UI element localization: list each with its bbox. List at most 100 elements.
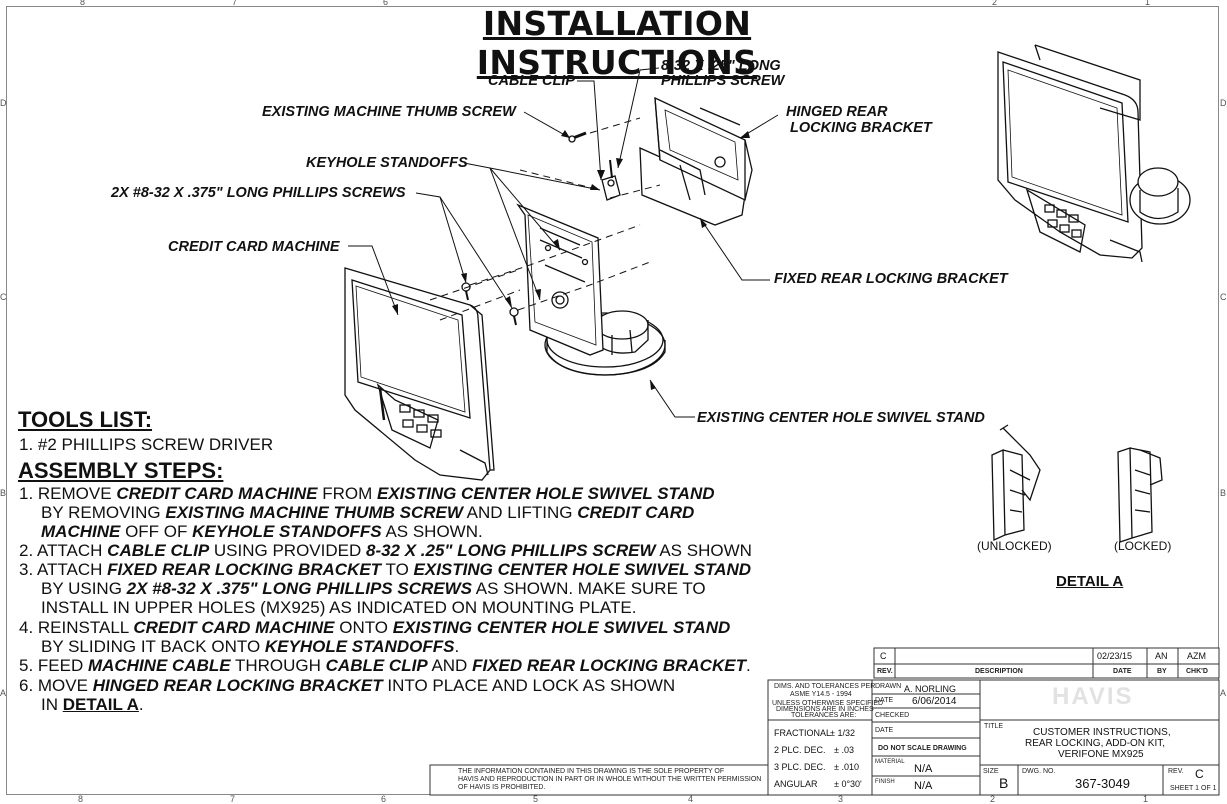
zone-left-c: C <box>0 292 7 302</box>
sheet-number: SHEET 1 OF 1 <box>1170 785 1217 792</box>
step-6-line-1: 6. MOVE HINGED REAR LOCKING BRACKET INTO… <box>19 676 676 695</box>
zone-right-a: A <box>1220 688 1227 698</box>
zone-top-7: 7 <box>232 0 238 7</box>
callout-credit-card-machine: CREDIT CARD MACHINE <box>168 239 340 255</box>
callout-cable-clip: CABLE CLIP <box>488 73 575 89</box>
step-1-line-2: BY REMOVING EXISTING MACHINE THUMB SCREW… <box>41 503 695 522</box>
tol-angular-label: ANGULAR <box>774 779 818 789</box>
callout-swivel-stand: EXISTING CENTER HOLE SWIVEL STAND <box>697 410 985 426</box>
drawn-label: DRAWN <box>875 683 902 690</box>
zone-top-8: 8 <box>80 0 86 7</box>
zone-bottom-4: 4 <box>688 794 694 804</box>
rev2-value: C <box>1195 767 1204 781</box>
tol-2plc-value: ± .03 <box>834 745 854 755</box>
finish-label: FINISH <box>875 779 895 785</box>
zone-left-a: A <box>0 688 7 698</box>
step-1-line-1: 1. REMOVE CREDIT CARD MACHINE FROM EXIST… <box>19 484 715 503</box>
tools-heading: TOOLS LIST: <box>18 407 153 432</box>
hinged-bracket-drawing <box>639 96 753 226</box>
hdr-rev: REV. <box>877 668 893 675</box>
detail-locked-drawing <box>1117 447 1163 543</box>
step-6-line-2: IN DETAIL A. <box>41 695 144 714</box>
zone-bottom-3: 3 <box>838 794 844 804</box>
assembly-guide-lines <box>429 117 661 321</box>
step-3-line-3: INSTALL IN UPPER HOLES (MX925) AS INDICA… <box>41 598 637 617</box>
date-label: DATE <box>875 697 894 704</box>
rev2-label: REV. <box>1168 768 1184 775</box>
tol-3plc-label: 3 PLC. DEC. <box>774 762 826 772</box>
zone-right-b: B <box>1220 488 1227 498</box>
step-4-line-2: BY SLIDING IT BACK ONTO KEYHOLE STANDOFF… <box>41 637 460 656</box>
zone-left-b: B <box>0 488 7 498</box>
unless-line-1: UNLESS OTHERWISE SPECIFIED <box>772 700 884 707</box>
step-4-line-1: 4. REINSTALL CREDIT CARD MACHINE ONTO EX… <box>19 618 731 637</box>
detail-unlocked-label: (UNLOCKED) <box>977 539 1052 553</box>
step-3-line-1: 3. ATTACH FIXED REAR LOCKING BRACKET TO … <box>19 560 752 579</box>
date2-label: DATE <box>875 727 894 734</box>
tol-3plc-value: ± .010 <box>834 762 859 772</box>
zone-left-d: D <box>0 98 7 108</box>
zone-bottom-5: 5 <box>533 794 539 804</box>
assembly-heading: ASSEMBLY STEPS: <box>18 458 224 483</box>
detail-unlocked-drawing <box>991 424 1041 541</box>
drawn-value: A. NORLING <box>904 684 957 694</box>
hdr-description: DESCRIPTION <box>975 668 1023 675</box>
callout-screws-375: 2X #8-32 X .375" LONG PHILLIPS SCREWS <box>111 185 406 201</box>
hdr-by: BY <box>1157 668 1167 675</box>
rev-letter: C <box>880 651 887 661</box>
size-value: B <box>999 775 1009 791</box>
zone-top-1: 1 <box>1145 0 1151 7</box>
title-label: TITLE <box>984 723 1004 730</box>
drawing-title-line-1: CUSTOMER INSTRUCTIONS, <box>1033 727 1171 738</box>
callout-leader-lines <box>348 67 779 418</box>
callout-screw-825-line1: 8-32 X .25" LONG <box>661 58 781 74</box>
tol-fractional-label: FRACTIONAL <box>774 728 832 738</box>
zone-right-d: D <box>1220 98 1227 108</box>
rev-by: AN <box>1155 651 1168 661</box>
date-value: 6/06/2014 <box>912 696 957 707</box>
tol-angular-value: ± 0°30' <box>834 779 862 789</box>
callout-screw-825-line2: PHILLIPS SCREW <box>661 73 785 89</box>
proprietary-line-2: HAVIS AND REPRODUCTION IN PART OR IN WHO… <box>458 776 762 783</box>
tools-item-1: 1. #2 PHILLIPS SCREW DRIVER <box>19 435 274 454</box>
material-value: N/A <box>914 763 933 775</box>
callout-thumb-screw: EXISTING MACHINE THUMB SCREW <box>262 104 516 120</box>
proprietary-line-3: OF HAVIS IS PROHIBITED. <box>458 784 546 791</box>
credit-card-machine-drawing <box>344 267 495 481</box>
callout-keyhole-standoffs: KEYHOLE STANDOFFS <box>306 155 468 171</box>
rev-chk: AZM <box>1187 651 1206 661</box>
zone-right-c: C <box>1220 292 1227 302</box>
zone-top-6: 6 <box>383 0 389 7</box>
callout-fixed-bracket: FIXED REAR LOCKING BRACKET <box>774 271 1008 287</box>
zone-top-2: 2 <box>992 0 998 7</box>
fixed-bracket-drawing <box>516 203 604 356</box>
hdr-chkd: CHK'D <box>1186 668 1208 675</box>
tol-2plc-label: 2 PLC. DEC. <box>774 745 826 755</box>
hdr-date: DATE <box>1113 668 1132 675</box>
dwg-no-value: 367-3049 <box>1075 776 1130 791</box>
do-not-scale: DO NOT SCALE DRAWING <box>878 745 967 752</box>
dims-line-2: ASME Y14.5 - 1994 <box>790 691 852 698</box>
havis-logo: HAVIS <box>1052 683 1134 710</box>
zone-bottom-7: 7 <box>230 794 236 804</box>
finish-value: N/A <box>914 780 933 792</box>
proprietary-line-1: THE INFORMATION CONTAINED IN THIS DRAWIN… <box>458 768 725 775</box>
callout-hinged-line2: LOCKING BRACKET <box>790 120 932 136</box>
rev-date: 02/23/15 <box>1097 651 1133 661</box>
detail-locked-label: (LOCKED) <box>1114 539 1172 553</box>
step-2: 2. ATTACH CABLE CLIP USING PROVIDED 8-32… <box>19 541 752 560</box>
cable-clip-drawing <box>601 159 621 201</box>
drawing-title-line-3: VERIFONE MX925 <box>1058 749 1144 760</box>
zone-bottom-6: 6 <box>381 794 387 804</box>
zone-bottom-1: 1 <box>1143 794 1149 804</box>
unless-line-3: TOLERANCES ARE: <box>791 712 857 719</box>
zone-bottom-8: 8 <box>78 794 84 804</box>
screws-drawing <box>461 131 587 326</box>
step-3-line-2: BY USING 2X #8-32 X .375" LONG PHILLIPS … <box>41 579 706 598</box>
dwg-no-label: DWG. NO. <box>1022 768 1056 775</box>
detail-a-title: DETAIL A <box>1056 573 1124 590</box>
step-1-line-3: MACHINE OFF OF KEYHOLE STANDOFFS AS SHOW… <box>41 522 483 541</box>
title-block-grid <box>429 647 1220 796</box>
